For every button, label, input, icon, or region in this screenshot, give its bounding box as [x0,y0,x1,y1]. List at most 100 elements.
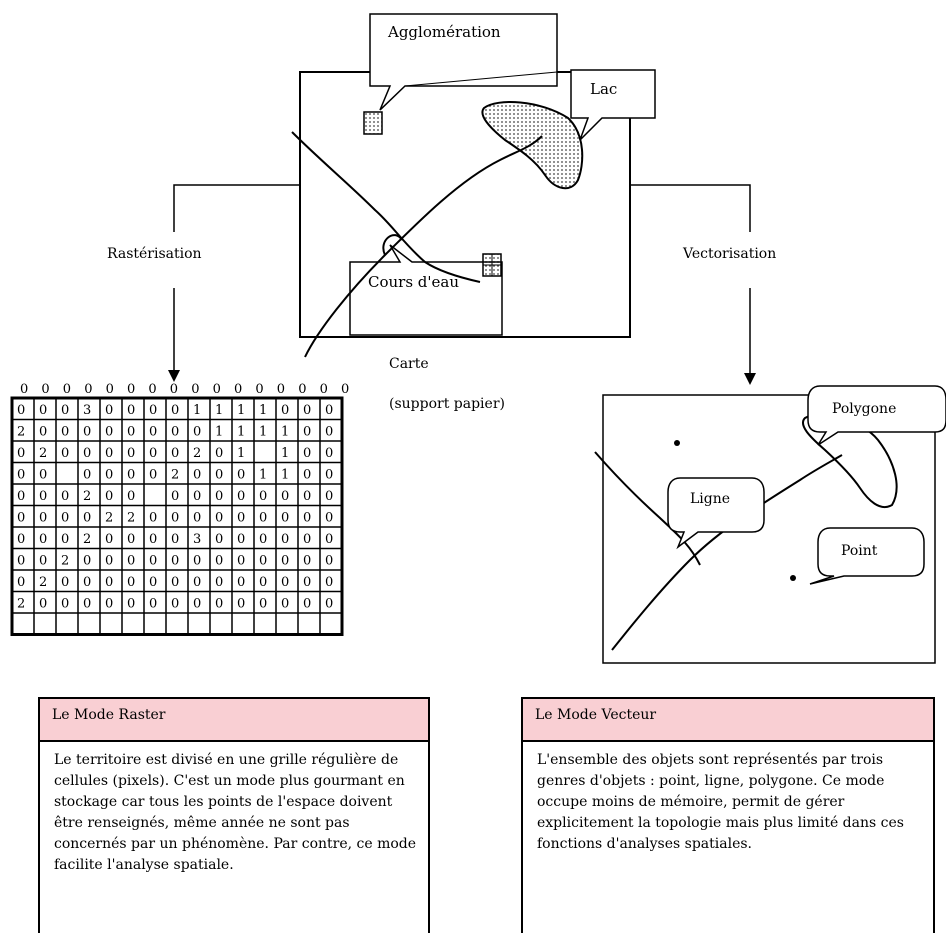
grid-cell-value: 0 [303,446,311,461]
grid-cell-value: 0 [215,468,223,483]
grid-cell-value: 0 [149,554,157,569]
ligne-label: Ligne [690,491,730,507]
grid-cell-value: 0 [281,403,289,418]
grid-cell-value: 0 [105,489,113,504]
grid-header-cell: 0 [341,382,349,397]
grid-cell-value: 0 [259,511,267,526]
grid-cell-value: 2 [83,532,91,547]
grid-cell-value: 0 [303,425,311,440]
grid-cell-value: 0 [149,403,157,418]
arrow-down-icon [744,373,756,385]
grid-cell-value: 0 [61,425,69,440]
grid-cell-value: 0 [149,425,157,440]
grid-cell-value: 0 [325,425,333,440]
grid-cell-value: 0 [83,511,91,526]
callout-polygone: Polygone [807,385,946,446]
grid-cell-value: 0 [303,597,311,612]
grid-cell-value: 0 [303,554,311,569]
grid-cell-value: 0 [61,575,69,590]
grid-header-cell: 0 [127,382,135,397]
grid-cell-value: 0 [83,575,91,590]
point-label: Point [841,543,878,559]
grid-cell-value: 0 [149,511,157,526]
grid-cell-value: 0 [303,511,311,526]
grid-header-cell: 0 [106,382,114,397]
grid-cell-value: 1 [237,446,245,461]
grid-cell-value: 0 [325,446,333,461]
grid-header-cell: 0 [20,382,28,397]
grid-cell-value: 0 [193,468,201,483]
grid-cell-value: 0 [215,597,223,612]
grid-header-cell: 0 [84,382,92,397]
grid-cell-value: 0 [303,468,311,483]
grid-cell-value: 1 [259,425,267,440]
grid-cell-value: 1 [237,403,245,418]
carte-label: Carte [389,356,429,372]
grid-cell-value: 0 [39,489,47,504]
grid-cell-value: 0 [237,597,245,612]
grid-cell-value: 0 [215,532,223,547]
grid-cell-value: 0 [61,446,69,461]
grid-cell-value: 0 [171,446,179,461]
grid-cell-value: 0 [61,597,69,612]
grid-cell-value: 0 [193,554,201,569]
grid-cell-value: 0 [171,511,179,526]
vector-river-line [594,451,701,566]
grid-cell-value: 0 [325,403,333,418]
grid-header-cell: 0 [63,382,71,397]
polygone-label: Polygone [832,401,896,417]
grid-cell-value: 0 [259,532,267,547]
grid-cell-value: 0 [61,489,69,504]
rasterisation-label: Rastérisation [107,246,202,262]
raster-mode-title: Le Mode Raster [40,699,428,742]
grid-cell-value: 0 [149,575,157,590]
grid-cell-value: 0 [281,554,289,569]
grid-cell-value: 0 [171,597,179,612]
grid-header-cell: 0 [255,382,263,397]
grid-cell-value: 2 [127,511,135,526]
grid-cell-value: 0 [83,597,91,612]
grid-cell-value: 1 [237,425,245,440]
grid-cell-value: 2 [39,575,47,590]
grid-cell-value: 2 [193,446,201,461]
grid-cell-value: 0 [281,489,289,504]
grid-cell-value: 0 [193,425,201,440]
grid-cell-value: 3 [83,403,91,418]
vector-mode-box: Le Mode Vecteur L'ensemble des objets so… [521,697,935,933]
grid-cell-value: 0 [237,554,245,569]
grid-cell-value: 2 [83,489,91,504]
grid-cell-value: 0 [171,403,179,418]
grid-cell-value: 0 [17,554,25,569]
grid-cell-value: 0 [149,597,157,612]
grid-cell-value: 0 [193,575,201,590]
grid-cell-value: 0 [325,532,333,547]
grid-cell-value: 0 [105,597,113,612]
grid-cell-value: 0 [171,425,179,440]
agglomeration-marker [363,111,383,135]
agglomeration-label: Agglomération [387,23,501,41]
grid-cell-value: 0 [171,575,179,590]
grid-header-cell: 0 [298,382,306,397]
grid-cell-value: 1 [193,403,201,418]
lac-label: Lac [590,80,617,98]
grid-cell-value: 2 [39,446,47,461]
grid-cell-value: 0 [105,468,113,483]
grid-cell-value: 0 [171,532,179,547]
grid-cell-value: 0 [325,597,333,612]
grid-cell-value: 0 [39,425,47,440]
support-label: (support papier) [389,396,505,412]
grid-cell-value: 0 [61,511,69,526]
grid-cell-value: 0 [325,575,333,590]
grid-cell-value: 0 [281,532,289,547]
grid-cell-value: 0 [237,575,245,590]
grid-cell-value: 0 [105,575,113,590]
grid-cell-value: 0 [303,532,311,547]
grid-header-cell: 0 [277,382,285,397]
grid-cell-value: 0 [127,489,135,504]
grid-cell-value: 0 [149,532,157,547]
grid-header-cell: 0 [320,382,328,397]
grid-cell-value: 0 [259,597,267,612]
grid-cell-value: 0 [17,468,25,483]
grid-cell-value: 1 [281,446,289,461]
river-line [291,131,481,283]
